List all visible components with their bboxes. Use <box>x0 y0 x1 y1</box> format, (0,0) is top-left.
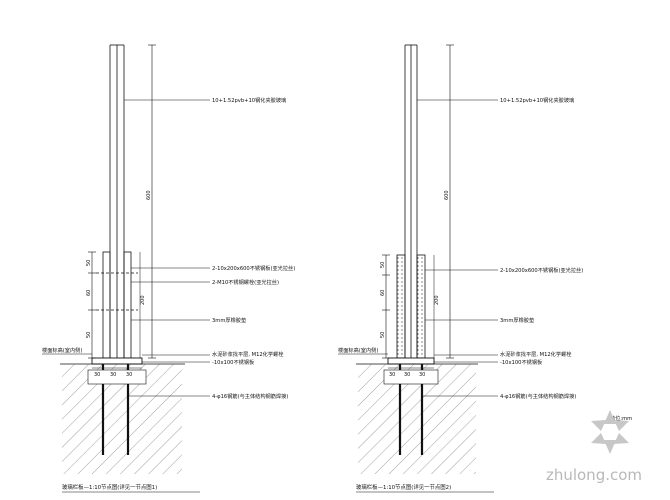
dim-b2-right: 30 <box>404 372 410 378</box>
dim-b3-left: 30 <box>126 372 132 378</box>
dim-h2-left: 60 <box>86 290 92 296</box>
label-anchor-left: 4-φ16钢筋(与主体结构钢筋焊接) <box>212 392 288 400</box>
label-chembolt-right: 水泥砂浆找平层, M12化学螺栓 <box>500 350 572 358</box>
dim-h2-right: 60 <box>380 290 386 296</box>
floor-label-right: 楼面标高(室内侧) <box>338 346 378 354</box>
label-chembolt-left: 水泥砂浆找平层, M12化学螺栓 <box>212 350 284 358</box>
dim-h3-left: 50 <box>86 332 92 338</box>
dim-600-right: 600 <box>444 190 450 200</box>
base-plate-left <box>91 357 143 365</box>
dim-chain-left <box>88 251 96 359</box>
label-pad-right: 3mm厚橡胶垫 <box>500 316 535 324</box>
label-pad-left: 3mm厚橡胶垫 <box>212 316 247 324</box>
base-plate-right <box>387 357 435 365</box>
dim-b2-left: 30 <box>110 372 116 378</box>
dim-b1-right: 30 <box>389 372 395 378</box>
label-anchor-right: 4-φ16钢筋(与主体结构钢筋焊接) <box>500 392 576 400</box>
title-left: 玻璃栏板—1:10节点图(详见一节点图1) <box>62 483 157 491</box>
leaders-right <box>417 99 498 397</box>
detail-right: 600 200 50 60 50 30 30 30 10+1.52pvb <box>338 44 583 493</box>
dim-h1-right: 50 <box>380 262 386 268</box>
dim-h1-left: 50 <box>86 260 92 266</box>
dim-h3-right: 50 <box>380 332 386 338</box>
scale-note: 单位:mm <box>610 414 632 422</box>
dim-height-right <box>446 44 454 359</box>
label-bracket1-left: 2-10x200x600不锈钢板(亚光拉丝) <box>212 264 295 272</box>
glass-panel-left <box>109 44 125 360</box>
dim-200-left: 200 <box>140 295 146 305</box>
label-bracket2-left: 2-M10不锈钢螺栓(亚光拉丝) <box>212 278 279 286</box>
watermark-logo-icon <box>591 410 629 454</box>
leaders-left <box>124 99 210 397</box>
dim-600-left: 600 <box>146 190 152 200</box>
dim-200-right: 200 <box>434 295 440 305</box>
detail-left: 600 200 50 60 50 30 30 30 <box>42 44 295 493</box>
floor-label-left: 楼面标高(室内侧) <box>42 346 82 354</box>
watermark-text: zhulong.com <box>546 466 642 484</box>
dim-b1-left: 30 <box>94 372 100 378</box>
dim-b3-right: 30 <box>419 372 425 378</box>
label-steelplate-left: -10x100不锈钢板 <box>212 358 255 366</box>
dim-height-left <box>148 44 156 359</box>
label-steelplate-right: -10x100不锈钢板 <box>500 358 543 366</box>
label-bracket1-right: 2-10x200x600不锈钢板(亚光拉丝) <box>500 266 583 274</box>
glass-panel-right <box>404 44 418 360</box>
dim-chain-right <box>382 254 390 359</box>
label-glass-right: 10+1.52pvb+10钢化夹胶玻璃 <box>500 96 574 104</box>
label-glass-left: 10+1.52pvb+10钢化夹胶玻璃 <box>212 96 286 104</box>
title-right: 玻璃栏板—1:10节点图(详见一节点图2) <box>356 483 451 491</box>
